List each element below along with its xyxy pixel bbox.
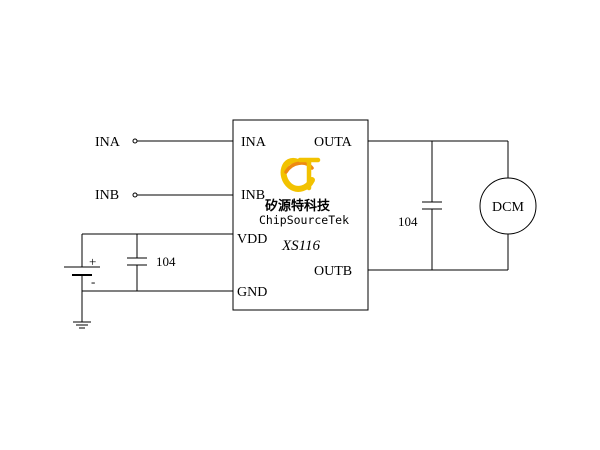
pin-outb-label: OUTB [314, 264, 352, 279]
chip-body [232, 119, 369, 311]
motor-label: DCM [492, 200, 524, 215]
ground-icon [73, 321, 91, 329]
input-inb-label: INB [95, 188, 119, 203]
pin-outa-label: OUTA [314, 135, 353, 150]
input-ina-terminal [132, 138, 138, 144]
capacitor-supply-label: 104 [156, 254, 176, 269]
pin-gnd-label: GND [237, 285, 267, 300]
capacitor-motor [422, 141, 442, 270]
battery-minus-label: - [91, 274, 95, 289]
pin-vdd-label: VDD [237, 232, 267, 247]
pin-inb-label: INB [241, 188, 265, 203]
logo-english-text: ChipSourceTek [259, 213, 349, 227]
part-number: XS116 [281, 238, 321, 254]
input-ina-label: INA [95, 135, 121, 150]
input-inb-terminal [132, 192, 138, 198]
battery-plus-label: + [89, 254, 96, 269]
logo-chinese-text: 矽源特科技 [265, 198, 331, 214]
capacitor-motor-label: 104 [398, 214, 418, 229]
capacitor-supply [127, 234, 147, 291]
pin-ina-label: INA [241, 135, 267, 150]
chipsourcetek-logo [280, 157, 321, 192]
motor-symbol [479, 177, 537, 235]
battery-symbol [64, 234, 100, 322]
